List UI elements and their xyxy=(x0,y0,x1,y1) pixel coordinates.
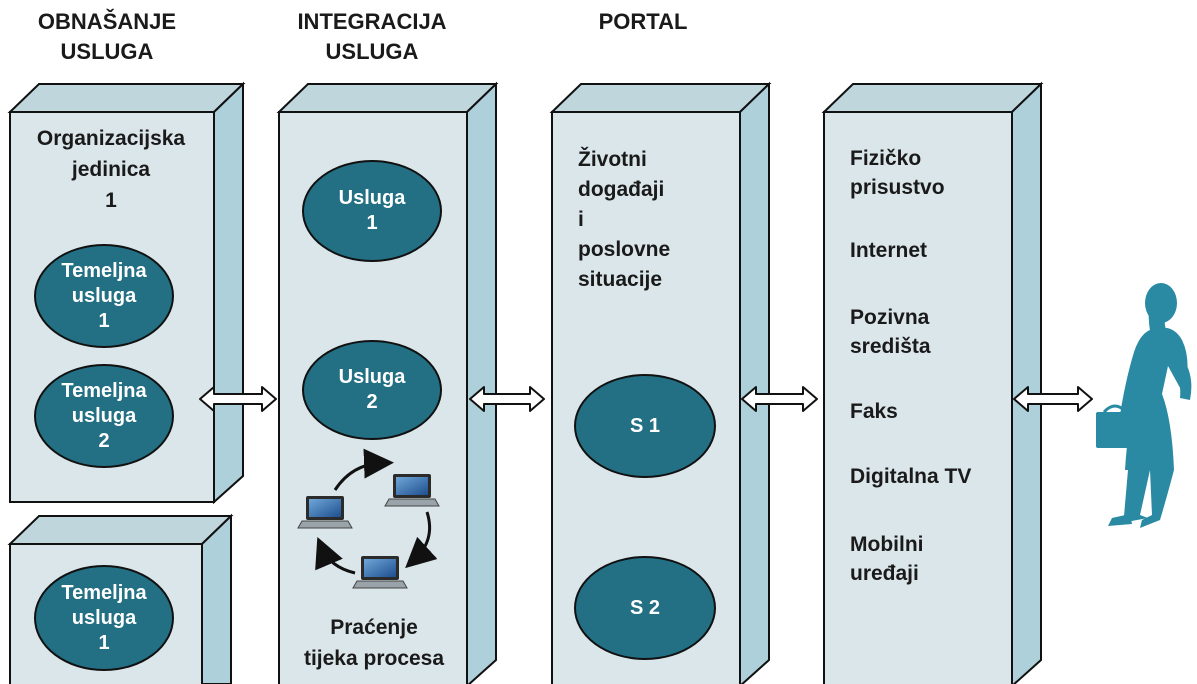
core-service-1-ellipse: Temeljna usluga 1 xyxy=(34,244,174,348)
cycle-arrows-icon xyxy=(315,448,438,575)
label-line: Faks xyxy=(850,400,898,423)
label-line: Fizičko xyxy=(850,147,922,170)
column-header-service-integration: INTEGRACIJA USLUGA xyxy=(282,7,462,67)
businesswoman-silhouette-icon xyxy=(1096,283,1192,528)
ellipse-line: Temeljna xyxy=(61,379,147,402)
header-line: OBNAŠANJE xyxy=(37,9,177,34)
core-service-1b-ellipse: Temeljna usluga 1 xyxy=(34,565,174,671)
label-line: Organizacijska xyxy=(36,127,186,150)
ellipse-line: Usluga xyxy=(338,366,406,388)
label-line: tijeka procesa xyxy=(303,647,445,670)
header-line: USLUGA xyxy=(325,39,419,64)
label-line: Životni xyxy=(578,148,647,171)
header-line: USLUGA xyxy=(60,39,154,64)
ellipse-line: usluga xyxy=(71,284,137,307)
label-line: središta xyxy=(850,335,931,358)
ellipse-line: S 1 xyxy=(629,414,661,437)
core-service-2-ellipse: Temeljna usluga 2 xyxy=(34,364,174,468)
laptop-icon xyxy=(384,474,440,507)
channel-call-centers: Pozivna središta xyxy=(850,303,1010,361)
ellipse-line: usluga xyxy=(71,404,137,427)
ellipse-line: 1 xyxy=(366,212,378,234)
channel-digital-tv: Digitalna TV xyxy=(850,462,1010,491)
ellipse-line: 1 xyxy=(98,309,110,332)
ellipse-line: Temeljna xyxy=(61,259,147,282)
ellipse-line: S 2 xyxy=(629,596,661,619)
organizational-unit-label: Organizacijska jedinica 1 xyxy=(14,123,208,216)
label-line: Pozivna xyxy=(850,306,930,329)
label-line: prisustvo xyxy=(850,176,945,199)
header-line: PORTAL xyxy=(598,9,688,34)
label-line: Digitalna TV xyxy=(850,465,972,488)
situation-s1-ellipse: S 1 xyxy=(574,374,716,478)
label-line: Mobilni xyxy=(850,533,924,556)
double-arrow-icon xyxy=(1013,386,1093,412)
ellipse-line: Usluga xyxy=(338,187,406,209)
label-line: Praćenje xyxy=(330,616,418,639)
channel-mobile-devices: Mobilni uređaji xyxy=(850,530,1010,588)
label-line: 1 xyxy=(105,189,117,212)
ellipse-line: 1 xyxy=(98,631,110,654)
double-arrow-icon xyxy=(469,386,545,412)
box-channels xyxy=(821,81,1044,684)
service-2-ellipse: Usluga 2 xyxy=(302,340,442,440)
channel-fax: Faks xyxy=(850,397,1010,426)
situation-s2-ellipse: S 2 xyxy=(574,556,716,660)
column-header-service-delivery: OBNAŠANJE USLUGA xyxy=(18,7,196,67)
ellipse-line: 2 xyxy=(366,391,378,413)
ellipse-line: Temeljna xyxy=(61,581,147,604)
column-header-portal: PORTAL xyxy=(588,7,698,37)
label-line: i xyxy=(578,208,584,231)
channel-physical-presence: Fizičko prisustvo xyxy=(850,144,1010,202)
label-line: uređaji xyxy=(850,562,919,585)
label-line: jedinica xyxy=(71,158,151,181)
laptop-icon xyxy=(297,496,353,529)
ellipse-line: usluga xyxy=(71,606,137,629)
channel-internet: Internet xyxy=(850,236,1010,265)
label-line: Internet xyxy=(850,239,928,262)
double-arrow-icon xyxy=(199,386,277,412)
life-events-label: Životni događaji i poslovne situacije xyxy=(578,145,728,295)
service-1-ellipse: Usluga 1 xyxy=(302,160,442,262)
label-line: poslovne xyxy=(578,238,671,261)
ellipse-line: 2 xyxy=(98,429,110,452)
laptop-icon xyxy=(352,556,408,589)
header-line: INTEGRACIJA xyxy=(297,9,447,34)
process-tracking-label: Praćenje tijeka procesa xyxy=(283,612,465,674)
label-line: događaji xyxy=(578,178,665,201)
double-arrow-icon xyxy=(741,386,818,412)
label-line: situacije xyxy=(578,268,663,291)
